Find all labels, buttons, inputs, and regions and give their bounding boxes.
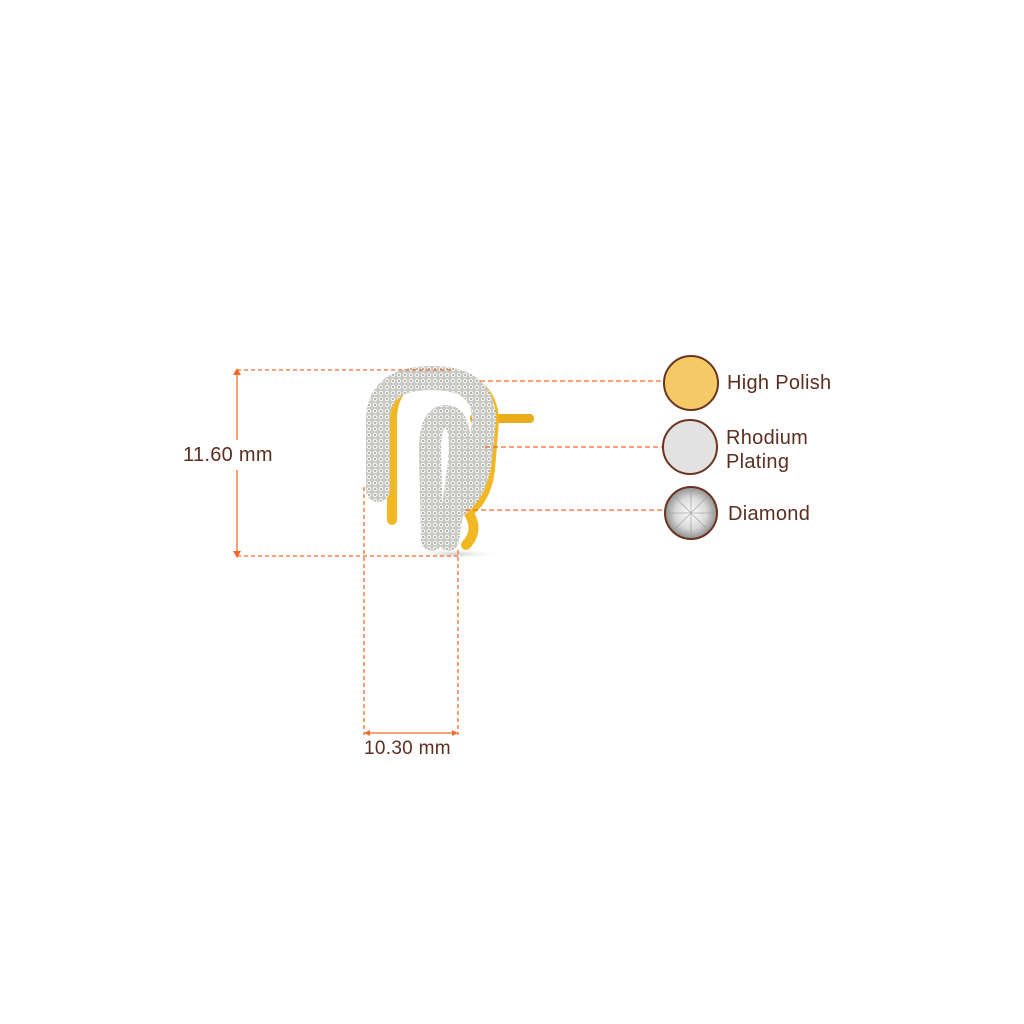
legend-label-high-polish: High Polish [727,372,832,394]
earring-image [366,365,534,559]
width-dimension-label: 10.30 mm [364,738,451,759]
arrow-down-icon [233,551,241,558]
diamond-outer-arch [366,365,497,517]
diamond-swatch-icon [664,486,718,540]
arrow-left-icon [364,730,370,736]
gold-swatch-icon [663,355,719,411]
arrow-up-icon [233,368,241,375]
legend-label-rhodium-line1: Rhodium [726,427,809,449]
height-dimension-label: 11.60 mm [183,443,273,467]
legend-label-rhodium-line2: Plating [726,451,790,473]
diamond-inner-arch [418,404,472,551]
rhodium-swatch-icon [662,419,718,475]
legend-label-diamond: Diamond [728,503,811,525]
arrow-right-icon [452,730,458,736]
